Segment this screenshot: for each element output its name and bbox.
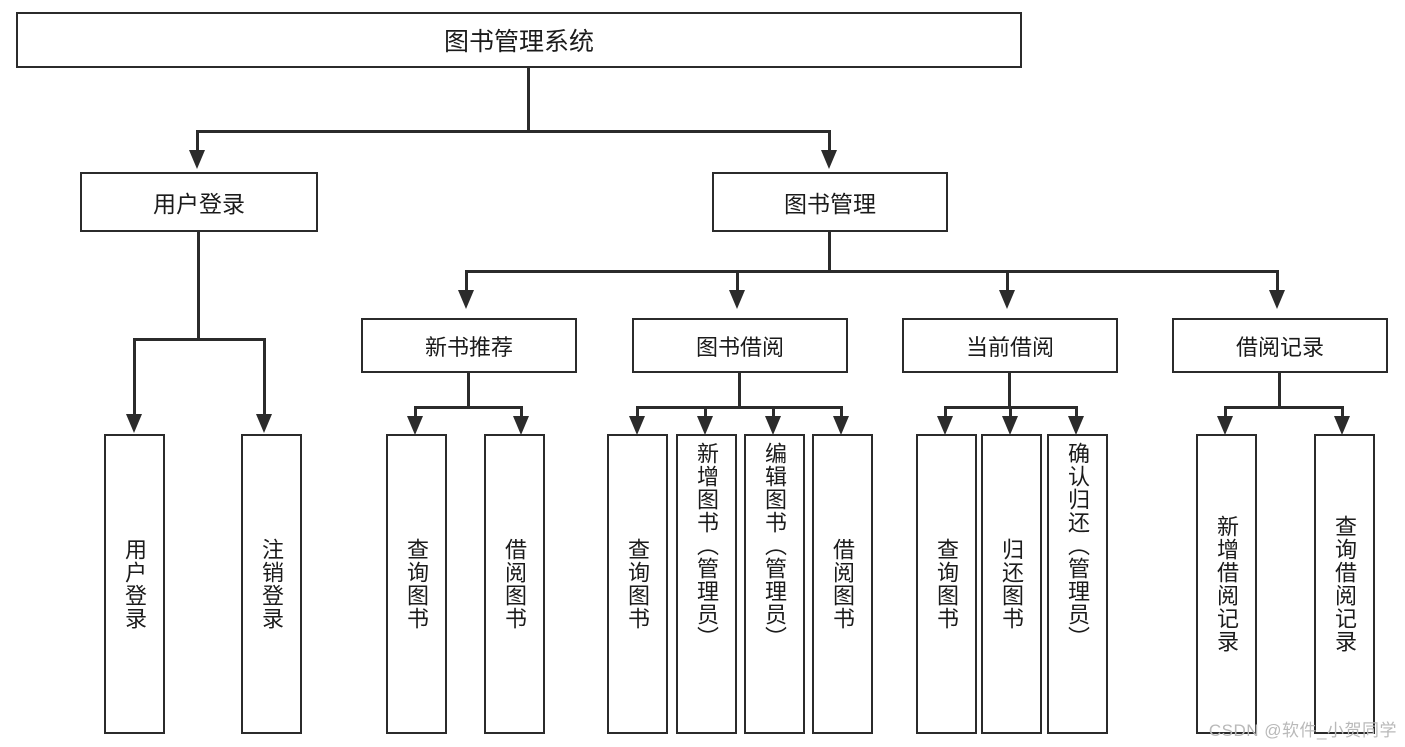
leaf-query-book-recommend[interactable]: 查询图书	[386, 434, 447, 734]
arrow-to-leaf-logout	[256, 414, 272, 433]
node-borrow-record[interactable]: 借阅记录	[1172, 318, 1388, 373]
node-book-borrow[interactable]: 图书借阅	[632, 318, 848, 373]
node-user-login[interactable]: 用户登录	[80, 172, 318, 232]
connector-borrow-drop-4	[840, 406, 843, 418]
leaf-label: 查询借阅记录	[1332, 515, 1358, 653]
leaf-label: 编辑图书（管理员）	[762, 442, 788, 649]
node-new-book-recommend[interactable]: 新书推荐	[361, 318, 577, 373]
arrow-to-leaf-query-book-2	[629, 416, 645, 435]
node-current-borrow[interactable]: 当前借阅	[902, 318, 1118, 373]
leaf-query-book-borrow[interactable]: 查询图书	[607, 434, 668, 734]
arrow-to-user-login	[189, 150, 205, 169]
connector-borrow-bar	[636, 406, 843, 409]
arrow-to-leaf-user-login	[126, 414, 142, 433]
arrow-to-leaf-add-record	[1217, 416, 1233, 435]
connector-root-stem	[527, 68, 530, 130]
connector-bookmgmt-stem	[828, 232, 831, 272]
connector-borrow-drop-3	[772, 406, 775, 418]
leaf-label: 查询图书	[934, 538, 960, 630]
connector-bookmgmt-bar	[465, 270, 1279, 273]
arrow-to-leaf-edit-book	[765, 416, 781, 435]
leaf-label: 查询图书	[404, 538, 430, 630]
connector-current-drop-3	[1075, 406, 1078, 418]
arrow-to-leaf-return-book	[1002, 416, 1018, 435]
arrow-to-new-book-recommend	[458, 290, 474, 309]
leaf-label: 借阅图书	[502, 538, 528, 630]
leaf-label: 新增借阅记录	[1214, 515, 1240, 653]
connector-record-bar	[1224, 406, 1344, 409]
leaf-edit-book-admin[interactable]: 编辑图书（管理员）	[744, 434, 805, 734]
connector-record-drop-2	[1341, 406, 1344, 418]
connector-recommend-drop-2	[520, 406, 523, 418]
node-label: 当前借阅	[965, 334, 1054, 360]
connector-bookmgmt-drop-2	[736, 270, 739, 292]
leaf-user-login[interactable]: 用户登录	[104, 434, 165, 734]
connector-bookmgmt-drop-3	[1006, 270, 1009, 292]
node-root-system[interactable]: 图书管理系统	[16, 12, 1022, 68]
connector-userlogin-stem	[197, 232, 200, 340]
connector-borrow-drop-1	[636, 406, 639, 418]
leaf-add-book-admin[interactable]: 新增图书（管理员）	[676, 434, 737, 734]
arrow-to-leaf-confirm-return	[1068, 416, 1084, 435]
connector-recommend-bar	[414, 406, 523, 409]
connector-borrow-drop-2	[704, 406, 707, 418]
arrow-to-leaf-add-book	[697, 416, 713, 435]
leaf-label: 归还图书	[999, 538, 1025, 630]
leaf-borrow-book-borrow[interactable]: 借阅图书	[812, 434, 873, 734]
leaf-label: 借阅图书	[830, 538, 856, 630]
leaf-logout[interactable]: 注销登录	[241, 434, 302, 734]
leaf-label: 用户登录	[122, 538, 148, 630]
leaf-borrow-book-recommend[interactable]: 借阅图书	[484, 434, 545, 734]
connector-current-drop-1	[944, 406, 947, 418]
connector-root-drop-right	[828, 130, 831, 152]
connector-record-stem	[1278, 373, 1281, 408]
node-label: 图书借阅	[695, 334, 784, 360]
arrow-to-current-borrow	[999, 290, 1015, 309]
node-label: 图书管理系统	[443, 28, 594, 56]
connector-bookmgmt-drop-1	[465, 270, 468, 292]
node-book-management[interactable]: 图书管理	[712, 172, 948, 232]
watermark: CSDN @软件_小贺同学	[1208, 721, 1397, 740]
connector-root-drop-left	[196, 130, 199, 152]
connector-recommend-drop-1	[414, 406, 417, 418]
connector-userlogin-drop-1	[133, 338, 136, 416]
connector-current-stem	[1008, 373, 1011, 408]
connector-root-bar	[196, 130, 830, 133]
node-label: 新书推荐	[424, 334, 513, 360]
leaf-return-book[interactable]: 归还图书	[981, 434, 1042, 734]
node-label: 图书管理	[784, 191, 876, 217]
leaf-label: 查询图书	[625, 538, 651, 630]
node-label: 用户登录	[153, 191, 245, 217]
leaf-label: 新增图书（管理员）	[694, 442, 720, 649]
arrow-to-leaf-query-book-1	[407, 416, 423, 435]
leaf-query-book-current[interactable]: 查询图书	[916, 434, 977, 734]
arrow-to-leaf-query-record	[1334, 416, 1350, 435]
connector-bookmgmt-drop-4	[1276, 270, 1279, 292]
leaf-confirm-return-admin[interactable]: 确认归还（管理员）	[1047, 434, 1108, 734]
node-label: 借阅记录	[1235, 334, 1324, 360]
connector-userlogin-bar	[133, 338, 266, 341]
connector-borrow-stem	[738, 373, 741, 408]
leaf-label: 确认归还（管理员）	[1065, 442, 1091, 649]
arrow-to-leaf-borrow-book-1	[513, 416, 529, 435]
connector-recommend-stem	[467, 373, 470, 408]
connector-userlogin-drop-2	[263, 338, 266, 416]
arrow-to-book-borrow	[729, 290, 745, 309]
connector-record-drop-1	[1224, 406, 1227, 418]
connector-current-drop-2	[1009, 406, 1012, 418]
leaf-query-borrow-record[interactable]: 查询借阅记录	[1314, 434, 1375, 734]
arrow-to-leaf-borrow-book-2	[833, 416, 849, 435]
leaf-add-borrow-record[interactable]: 新增借阅记录	[1196, 434, 1257, 734]
arrow-to-leaf-query-book-3	[937, 416, 953, 435]
arrow-to-book-management	[821, 150, 837, 169]
arrow-to-borrow-record	[1269, 290, 1285, 309]
leaf-label: 注销登录	[259, 538, 285, 630]
